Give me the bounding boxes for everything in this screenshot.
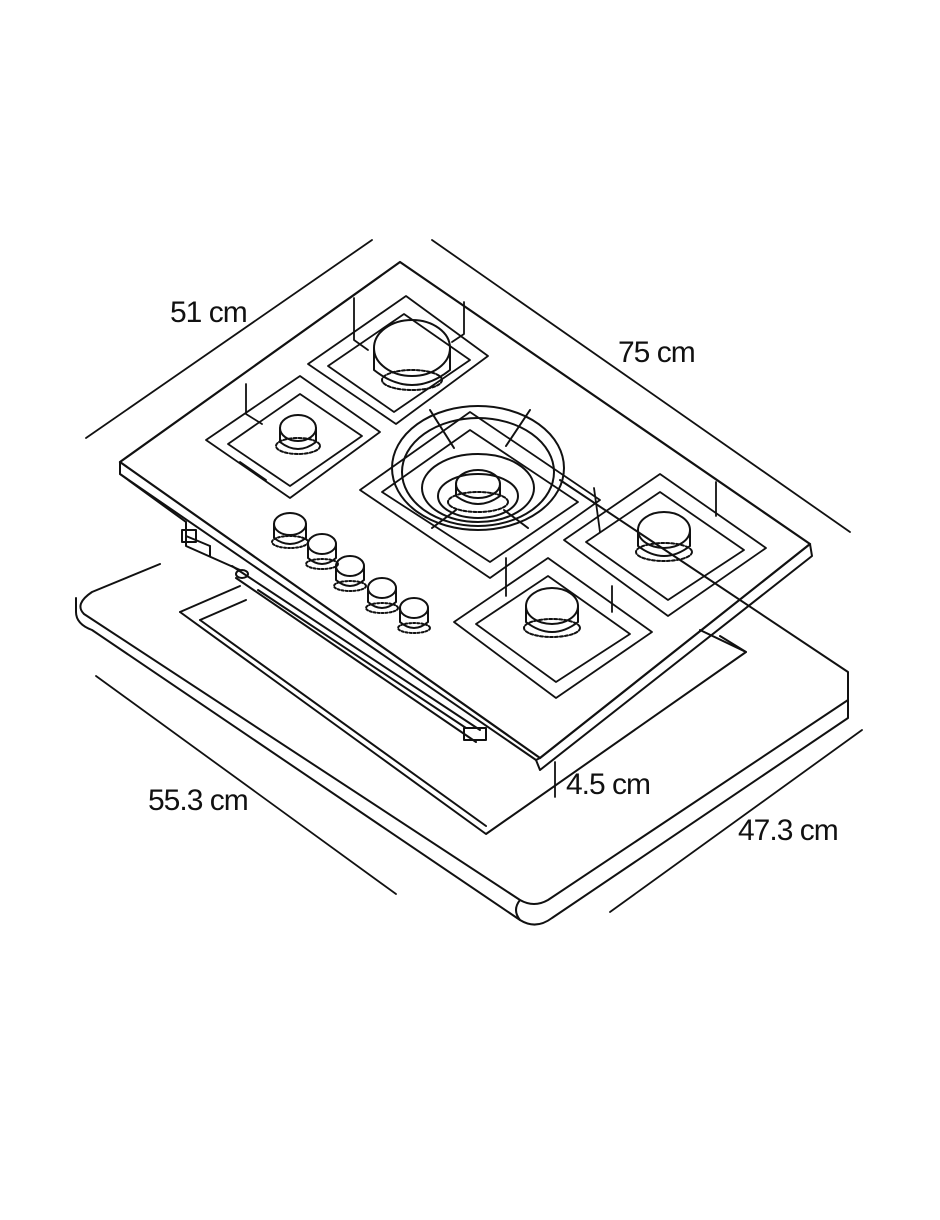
- knob-2: [305, 533, 339, 570]
- grate-back: [307, 295, 489, 425]
- countertop: [75, 479, 849, 926]
- control-knobs: [271, 512, 431, 634]
- dimension-label-cutout-depth: 47.3 cm: [738, 814, 839, 847]
- burner-right: [635, 511, 693, 562]
- dimension-line-47-3cm: [609, 729, 863, 913]
- dimension-label-height: 4.5 cm: [566, 768, 651, 801]
- knob-3: [333, 555, 367, 592]
- dimension-line-55-3cm: [95, 675, 397, 895]
- grate-front: [453, 557, 653, 699]
- knob-5: [397, 597, 431, 634]
- burner-center-wok: [447, 469, 509, 513]
- dimension-lines: [85, 239, 863, 913]
- grate-center: [359, 411, 601, 579]
- knob-4: [365, 577, 399, 614]
- pan-supports: [205, 295, 767, 699]
- dimension-label-cutout-width: 55.3 cm: [148, 784, 249, 817]
- wok-ring: [391, 405, 565, 531]
- burners: [275, 319, 693, 638]
- knob-1: [271, 512, 309, 549]
- cooktop-body: [181, 521, 487, 743]
- grate-right-back: [563, 473, 767, 617]
- dimension-label-width-top: 75 cm: [618, 336, 696, 369]
- glass-top-plate: [118, 260, 813, 771]
- dimension-label-depth-top: 51 cm: [170, 296, 248, 329]
- dimension-line-51cm: [85, 239, 373, 439]
- burner-front: [523, 587, 581, 638]
- grate-left: [205, 375, 381, 499]
- dimension-line-75cm: [431, 239, 851, 533]
- burner-back-large: [373, 319, 451, 391]
- burner-left-small: [275, 414, 321, 455]
